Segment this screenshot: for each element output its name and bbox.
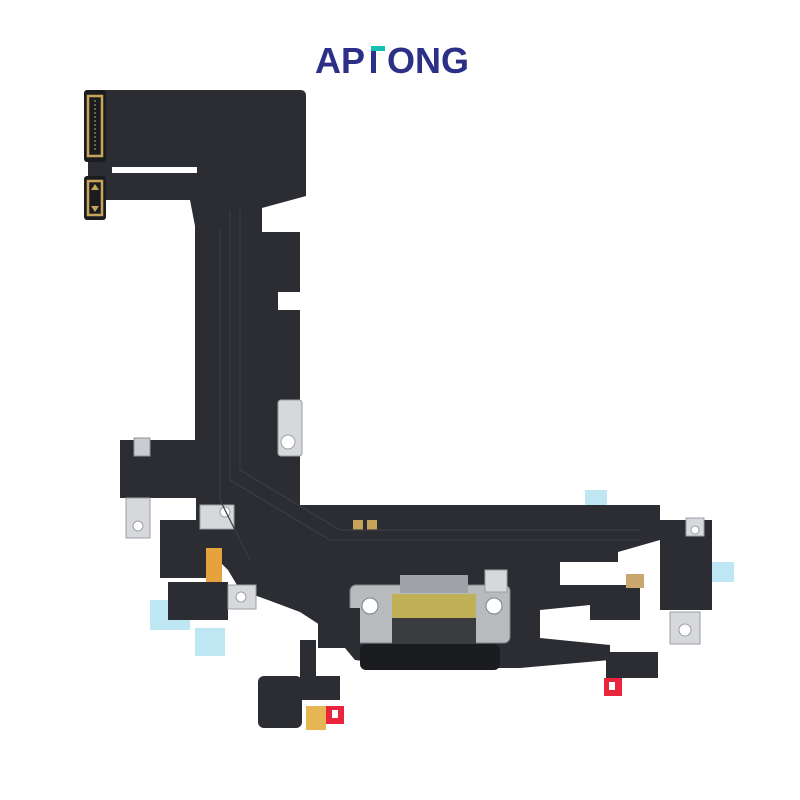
aplong-logo: AP ONG	[315, 40, 469, 80]
lightning-port	[349, 569, 511, 670]
flex-cable-body	[88, 90, 660, 668]
svg-text:ONG: ONG	[387, 40, 469, 80]
bottom-microphone-branches	[258, 608, 360, 730]
svg-text:AP: AP	[315, 40, 365, 80]
flex-slot	[112, 167, 197, 173]
mounting-bracket	[277, 399, 303, 457]
board-connector-top	[84, 90, 106, 162]
gold-pad	[353, 520, 363, 530]
right-antenna-branch	[604, 517, 712, 696]
brand-logo: AP ONG	[0, 40, 800, 80]
gold-pad	[367, 520, 377, 530]
flex-traces	[219, 210, 640, 561]
board-connector-small	[84, 176, 106, 220]
